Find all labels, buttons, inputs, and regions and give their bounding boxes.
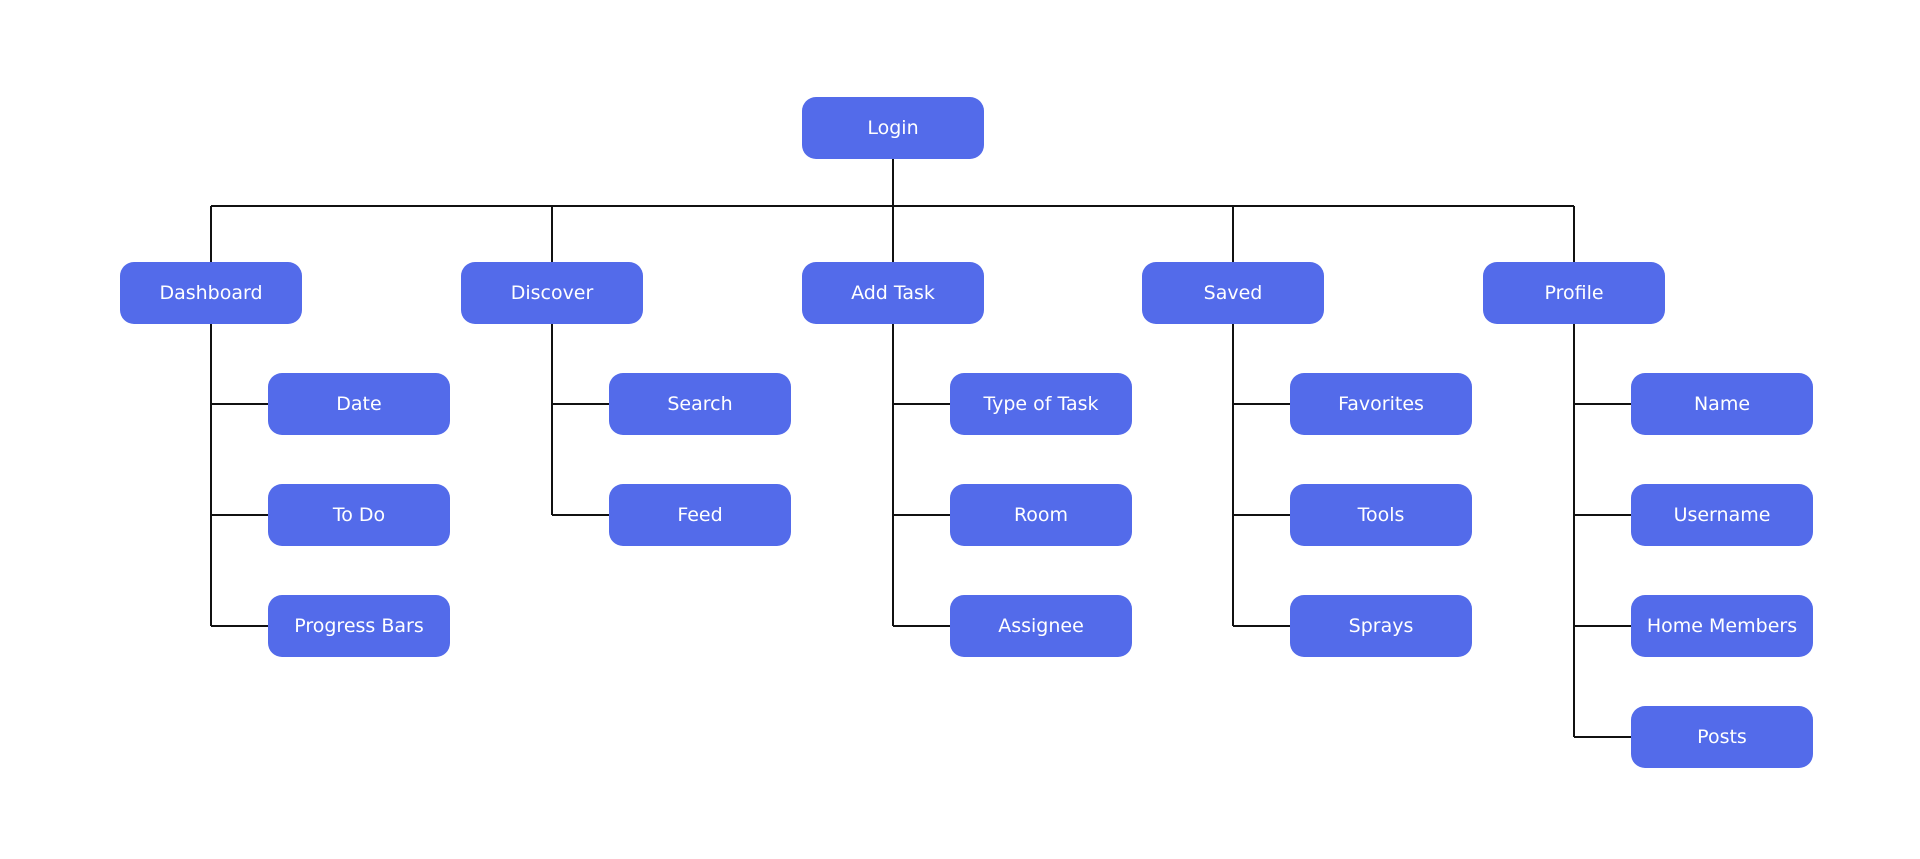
node-type-of-task: Type of Task — [950, 373, 1132, 435]
node-posts: Posts — [1631, 706, 1813, 768]
node-home-members: Home Members — [1631, 595, 1813, 657]
node-sprays: Sprays — [1290, 595, 1472, 657]
node-dashboard: Dashboard — [120, 262, 302, 324]
node-profile: Profile — [1483, 262, 1665, 324]
node-date: Date — [268, 373, 450, 435]
node-tools: Tools — [1290, 484, 1472, 546]
node-login: Login — [802, 97, 984, 159]
node-username: Username — [1631, 484, 1813, 546]
node-name: Name — [1631, 373, 1813, 435]
node-favorites: Favorites — [1290, 373, 1472, 435]
node-assignee: Assignee — [950, 595, 1132, 657]
node-progress-bars: Progress Bars — [268, 595, 450, 657]
node-saved: Saved — [1142, 262, 1324, 324]
node-room: Room — [950, 484, 1132, 546]
node-add-task: Add Task — [802, 262, 984, 324]
node-feed: Feed — [609, 484, 791, 546]
node-search: Search — [609, 373, 791, 435]
node-to-do: To Do — [268, 484, 450, 546]
node-discover: Discover — [461, 262, 643, 324]
